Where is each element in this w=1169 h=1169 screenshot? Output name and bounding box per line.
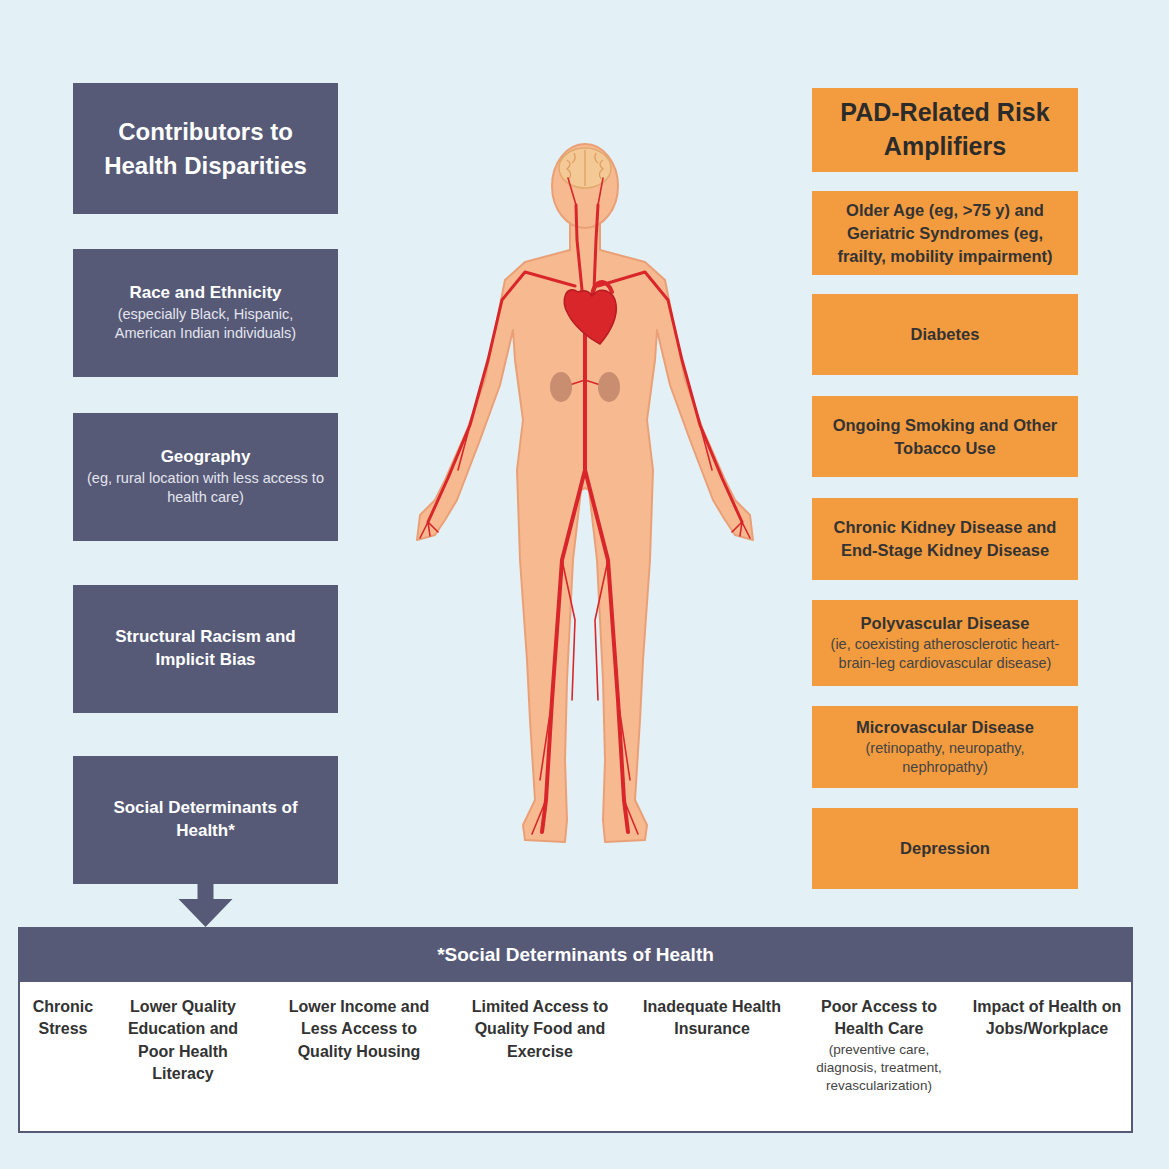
risk-box: Diabetes <box>812 294 1078 375</box>
determinant-item: Lower Income and Less Access to Quality … <box>275 996 443 1063</box>
determinant-item: Inadequate Health Insurance <box>634 996 790 1041</box>
kidney <box>598 372 620 402</box>
contributor-box: Structural Racism and Implicit Bias <box>73 585 338 713</box>
risk-box: Depression <box>812 808 1078 889</box>
connector-stem <box>198 883 214 900</box>
box-note: (ie, coexisting atherosclerotic heart-br… <box>824 635 1066 674</box>
contributor-box: Geography(eg, rural location with less a… <box>73 413 338 541</box>
determinant-column: Impact of Health on Jobs/Workplace <box>968 996 1126 1041</box>
determinant-item: Chronic Stress <box>17 996 109 1041</box>
box-heading: Depression <box>900 837 990 860</box>
determinant-item: Lower Quality Education and Poor Health … <box>117 996 249 1086</box>
box-note: (eg, rural location with less access to … <box>87 469 324 508</box>
box-heading: Social Determinants of Health* <box>87 797 324 843</box>
determinant-column: Chronic Stress <box>17 996 109 1041</box>
box-heading: Older Age (eg, >75 y) and Geriatric Synd… <box>824 199 1066 267</box>
determinant-item: Limited Access to Quality Food and Exerc… <box>459 996 621 1063</box>
band-body: Chronic StressLower Quality Education an… <box>20 982 1131 1131</box>
risk-box: Chronic Kidney Disease and End-Stage Kid… <box>812 498 1078 580</box>
box-note: (especially Black, Hispanic, American In… <box>87 305 324 344</box>
determinant-item: Impact of Health on Jobs/Workplace <box>968 996 1126 1041</box>
determinant-column: Limited Access to Quality Food and Exerc… <box>459 996 621 1063</box>
brain <box>559 148 611 188</box>
risk-box: Microvascular Disease(retinopathy, neuro… <box>812 706 1078 788</box>
contributor-box: Race and Ethnicity(especially Black, His… <box>73 249 338 377</box>
arrow-connector <box>179 883 233 927</box>
contributor-box: Social Determinants of Health* <box>73 756 338 884</box>
risk-box: Older Age (eg, >75 y) and Geriatric Synd… <box>812 191 1078 275</box>
box-heading: Polyvascular Disease <box>861 612 1030 635</box>
band-heading: *Social Determinants of Health <box>20 929 1131 982</box>
box-heading: Geography <box>161 446 251 469</box>
brain-folds <box>567 150 603 186</box>
risk-box: Ongoing Smoking and Other Tobacco Use <box>812 396 1078 477</box>
heart <box>564 290 616 344</box>
determinant-column: Inadequate Health Insurance <box>634 996 790 1041</box>
arrow-head <box>179 899 233 927</box>
box-heading: Diabetes <box>911 323 980 346</box>
box-note: (retinopathy, neuropathy, nephropathy) <box>824 739 1066 778</box>
heading-box: PAD-Related Risk Amplifiers <box>812 88 1078 172</box>
box-heading: PAD-Related Risk Amplifiers <box>824 96 1066 164</box>
risk-box: Polyvascular Disease(ie, coexisting athe… <box>812 600 1078 686</box>
determinant-note: (preventive care, diagnosis, treatment, … <box>799 1041 959 1096</box>
body-outline <box>417 222 753 842</box>
determinant-column: Lower Income and Less Access to Quality … <box>275 996 443 1063</box>
box-heading: Structural Racism and Implicit Bias <box>87 626 324 672</box>
determinant-item: Poor Access to Health Care <box>799 996 959 1041</box>
box-heading: Microvascular Disease <box>856 716 1034 739</box>
arteries <box>420 178 750 834</box>
determinant-column: Poor Access to Health Care(preventive ca… <box>799 996 959 1095</box>
box-heading: Chronic Kidney Disease and End-Stage Kid… <box>824 516 1066 562</box>
box-heading: Race and Ethnicity <box>129 282 281 305</box>
head <box>552 144 618 228</box>
determinants-band: *Social Determinants of HealthChronic St… <box>18 927 1133 1133</box>
determinant-column: Lower Quality Education and Poor Health … <box>117 996 249 1086</box>
box-heading: Contributors to Health Disparities <box>87 115 324 182</box>
box-heading: Ongoing Smoking and Other Tobacco Use <box>824 414 1066 460</box>
heading-box: Contributors to Health Disparities <box>73 83 338 214</box>
kidney <box>550 372 572 402</box>
